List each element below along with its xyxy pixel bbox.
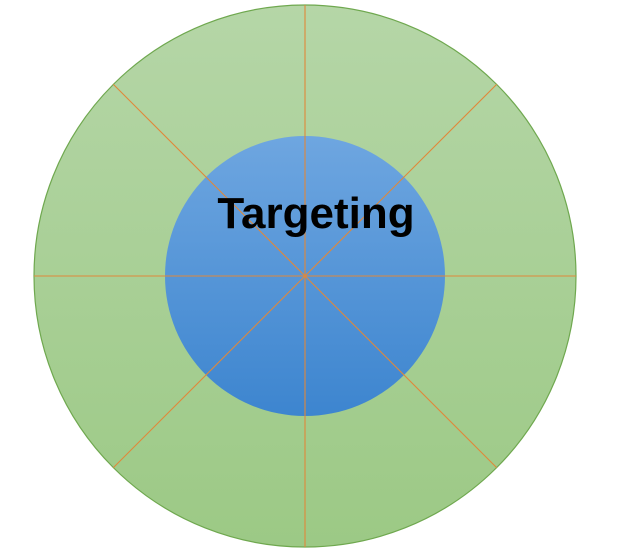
segment-spoke [112, 83, 306, 277]
center-label: Targeting [217, 189, 414, 238]
segment-spokes [34, 5, 576, 547]
segment-spoke [304, 275, 498, 469]
segment-spoke [112, 275, 306, 469]
segment-spoke [304, 83, 498, 277]
